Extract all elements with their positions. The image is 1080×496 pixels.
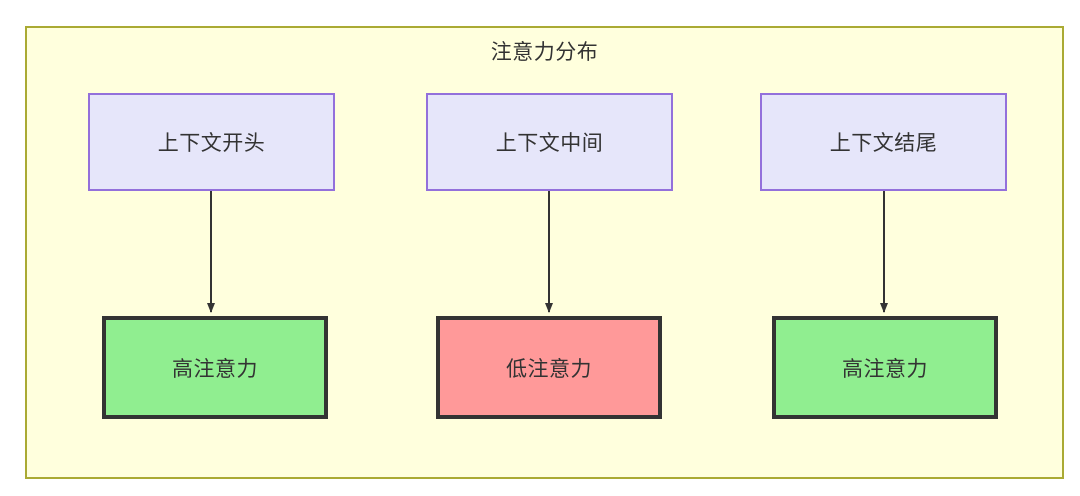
node-attention-middle-label: 低注意力 (506, 357, 592, 381)
node-attention-start-label: 高注意力 (172, 357, 258, 381)
node-attention-end-label: 高注意力 (842, 357, 928, 381)
node-attention-middle[interactable]: 低注意力 (436, 316, 662, 419)
node-attention-end[interactable]: 高注意力 (772, 316, 998, 419)
node-context-middle-label: 上下文中间 (495, 132, 604, 155)
node-context-start-label: 上下文开头 (157, 132, 266, 155)
subgraph-title: 注意力分布 (490, 41, 599, 64)
node-context-middle[interactable]: 上下文中间 (426, 93, 673, 191)
node-context-end[interactable]: 上下文结尾 (760, 93, 1007, 191)
node-context-start[interactable]: 上下文开头 (88, 93, 335, 191)
node-context-end-label: 上下文结尾 (829, 132, 938, 155)
node-attention-start[interactable]: 高注意力 (102, 316, 328, 419)
